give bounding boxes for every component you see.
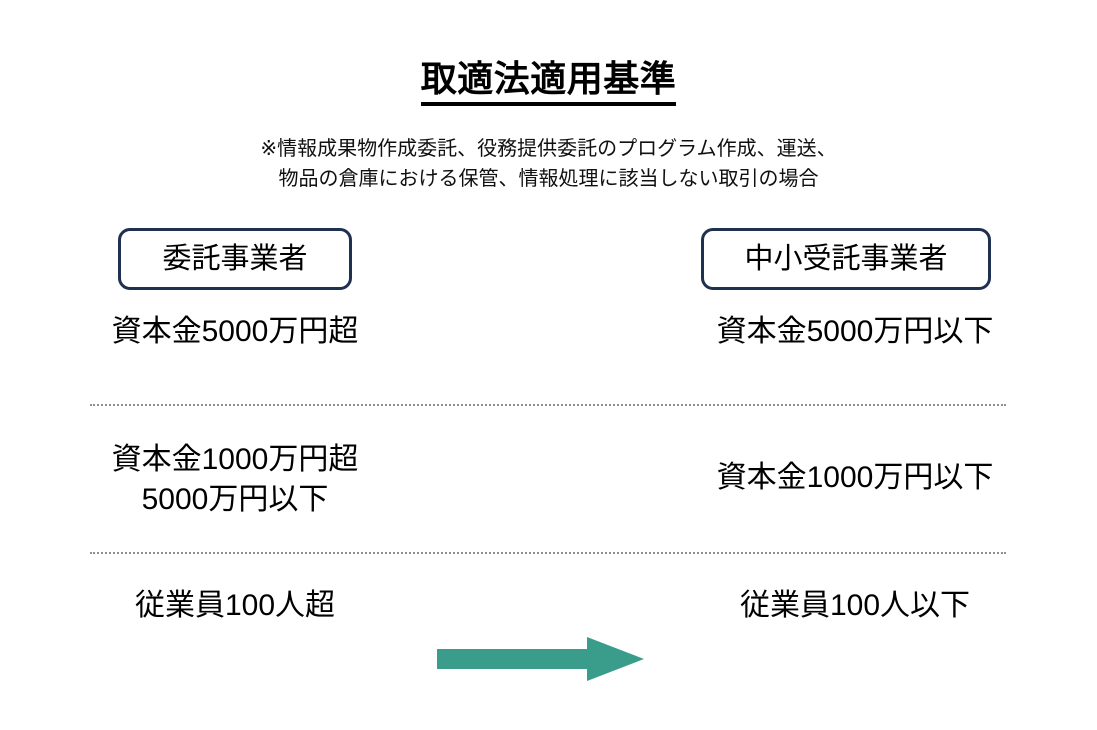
row-divider [90,404,1006,406]
row-divider [90,552,1006,554]
note-text: ※情報成果物作成委託、役務提供委託のプログラム作成、運送、 物品の倉庫における保… [0,134,1097,194]
criteria-row-right: 資本金1000万円以下 [660,458,1050,498]
criteria-right-line: 従業員100人以下 [739,589,971,622]
sme-contractor-label: 中小受託事業者 [744,242,948,275]
criteria-left-line: 資本金5000万円超 [111,315,359,348]
right-arrow-icon [437,637,644,681]
note-line-2: 物品の倉庫における保管、情報処理に該当しない取引の場合 [278,168,819,190]
commissioning-party-label: 委託事業者 [162,242,308,275]
note-line-1: ※情報成果物作成委託、役務提供委託のプログラム作成、運送、 [260,138,837,160]
criteria-row: 資本金1000万円超 5000万円以下 資本金1000万円以下 [0,440,1097,540]
criteria-row-right: 従業員100人以下 [660,586,1050,626]
page-title: 取適法適用基準 [0,58,1097,107]
criteria-left-line: 資本金1000万円超 [111,443,359,476]
criteria-right-line: 資本金1000万円以下 [716,461,994,494]
criteria-row-left: 資本金1000万円超 5000万円以下 [55,440,415,520]
criteria-left-line: 5000万円以下 [141,482,329,516]
criteria-row-left: 従業員100人超 [55,586,415,626]
criteria-row-right: 資本金5000万円以下 [660,312,1050,352]
page-title-text: 取適法適用基準 [420,58,677,107]
criteria-left-line: 従業員100人超 [134,589,336,622]
criteria-right-line: 資本金5000万円以下 [716,315,994,348]
sme-contractor-box: 中小受託事業者 [701,228,991,290]
criteria-row: 従業員100人超 従業員100人以下 [0,586,1097,656]
criteria-row: 資本金5000万円超 資本金5000万円以下 [0,312,1097,681]
criteria-row-left: 資本金5000万円超 [55,312,415,352]
commissioning-party-box: 委託事業者 [118,228,352,290]
